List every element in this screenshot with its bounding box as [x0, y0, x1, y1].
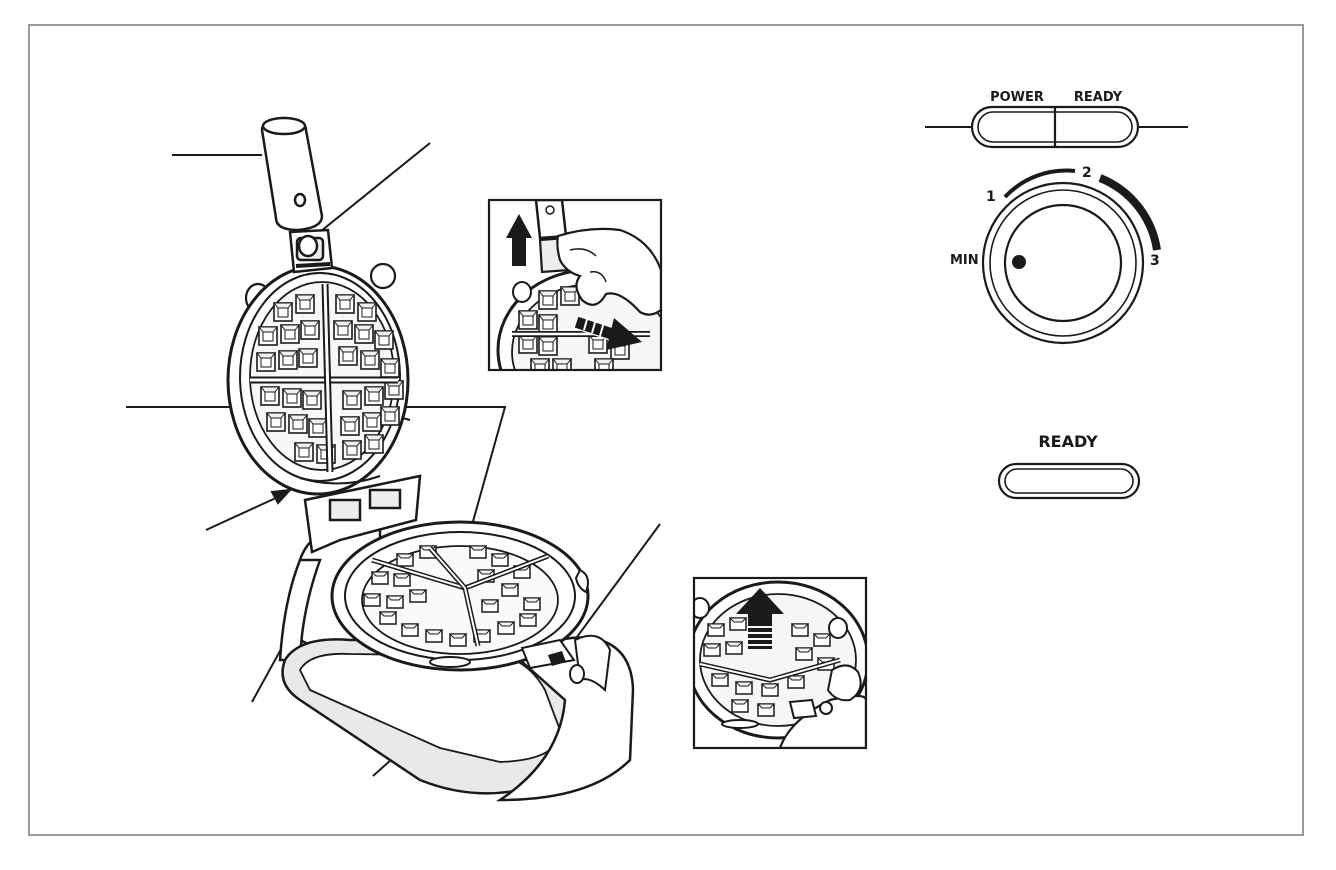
ready-indicator: READY	[999, 432, 1139, 498]
temperature-dial[interactable]	[983, 171, 1157, 343]
dial-mark-min: MIN	[950, 253, 979, 268]
inset-release-latch	[688, 578, 868, 748]
dial-mark-3: 3	[1150, 253, 1160, 269]
callout-hinge-arrow	[206, 497, 278, 530]
ready-indicator-label: READY	[1038, 432, 1098, 451]
control-panel: POWER READY MIN 1 2 3	[925, 90, 1188, 343]
lower-cooking-plate	[332, 522, 588, 670]
dial-mark-1: 1	[986, 189, 996, 205]
hinge-arrowhead	[272, 490, 290, 503]
ready-label: READY	[1074, 90, 1123, 105]
lift-up-arrow-icon	[506, 214, 532, 266]
power-label: POWER	[990, 90, 1044, 105]
upper-lid	[228, 264, 408, 494]
dial-mark-2: 2	[1082, 165, 1092, 181]
dial-indicator-dot	[1012, 255, 1026, 269]
callout-latch	[305, 143, 430, 244]
lid-handle	[262, 118, 332, 272]
inset-lift-and-rotate	[489, 200, 682, 430]
